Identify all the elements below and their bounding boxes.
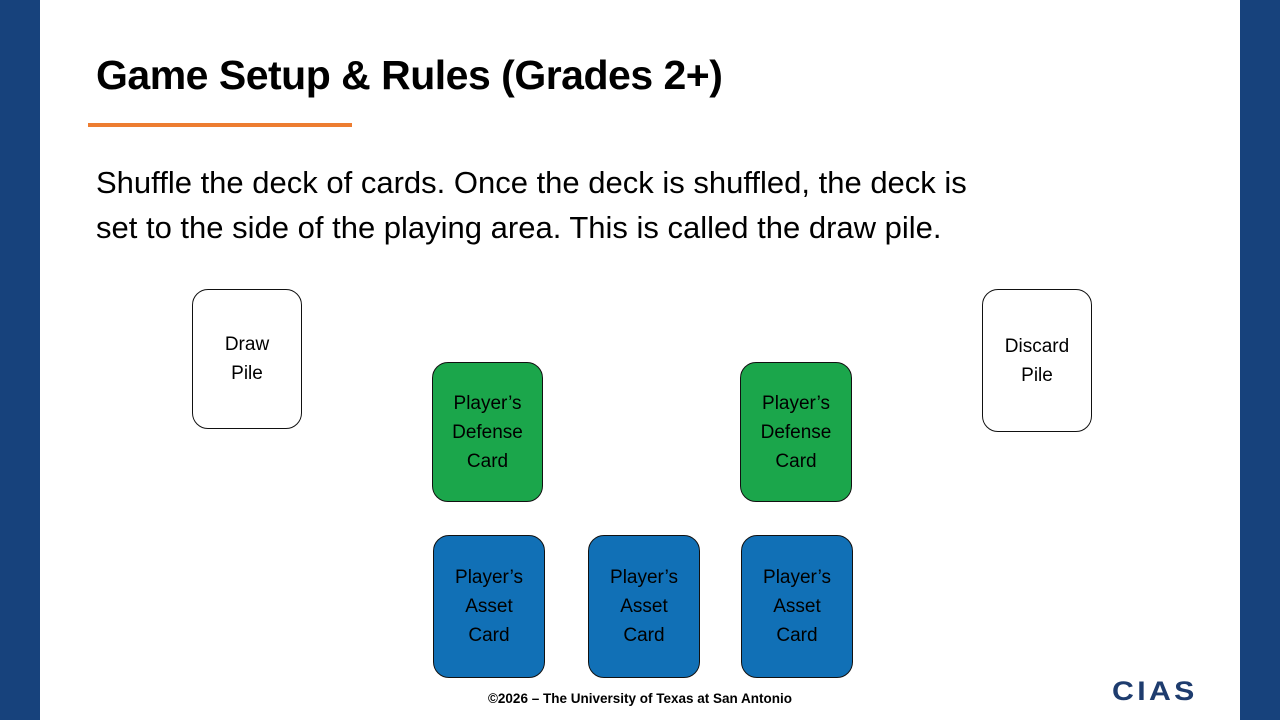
player-asset-card: Player’s Asset Card [588,535,700,678]
title-underline [88,123,352,127]
page-title: Game Setup & Rules (Grades 2+) [96,52,723,98]
right-border-bar [1240,0,1280,720]
body-paragraph: Shuffle the deck of cards. Once the deck… [96,165,967,245]
copyright-footer: ©2026 – The University of Texas at San A… [487,691,793,706]
discard-pile-card: Discard Pile [982,289,1092,432]
left-border-bar [0,0,40,720]
player-asset-card: Player’s Asset Card [741,535,853,678]
player-asset-card: Player’s Asset Card [433,535,545,678]
player-defense-card: Player’s Defense Card [432,362,543,502]
draw-pile-card: Draw Pile [192,289,302,429]
cias-logo: CIAS [1112,676,1198,706]
player-defense-card: Player’s Defense Card [740,362,852,502]
